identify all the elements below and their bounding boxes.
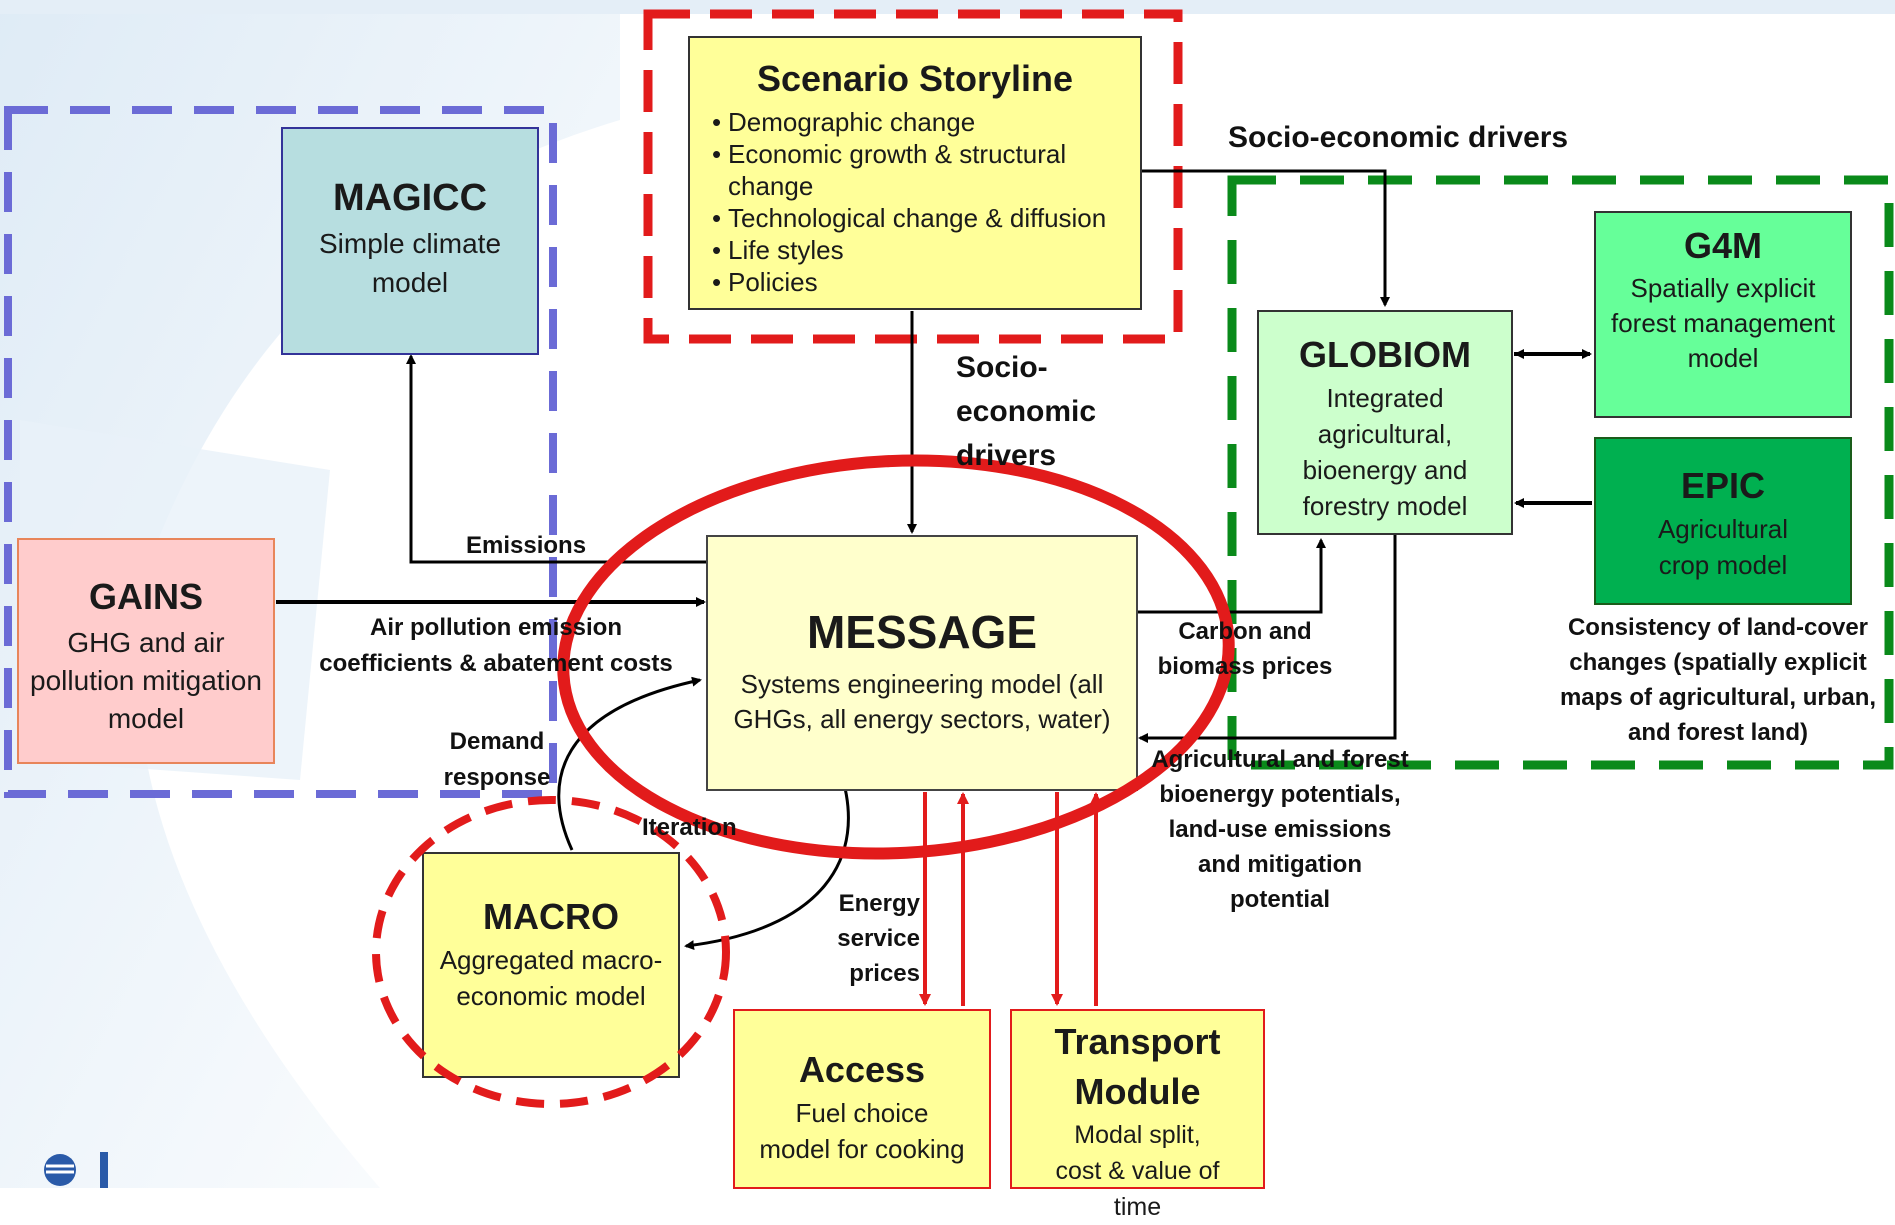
climate-region-border — [4, 106, 557, 798]
globiom-title: GLOBIOM — [1299, 334, 1471, 375]
magicc-title: MAGICC — [332, 177, 488, 219]
storyline-title: Scenario Storyline — [756, 58, 1074, 99]
scenario-storyline-box[interactable]: Scenario Storyline Demographic change Ec… — [688, 36, 1142, 310]
g4m-title: G4M — [1683, 225, 1762, 266]
institute-logo — [44, 1152, 108, 1188]
macro-subtitle: Aggregated macro-economic model — [439, 945, 663, 1011]
label-socio-economic-drivers-mid: Socio-economic drivers — [956, 351, 1097, 472]
gains-box[interactable]: GAINS GHG and air pollution mitigation m… — [17, 538, 275, 764]
epic-box[interactable]: EPIC Agricultural crop model — [1594, 437, 1852, 605]
label-agri-forest: Agricultural and forest bioenergy potent… — [1151, 746, 1409, 913]
storyline-item: Economic growth & structural change — [712, 138, 1140, 202]
message-box[interactable]: MESSAGE Systems engineering model (all G… — [706, 535, 1138, 791]
macro-title: MACRO — [483, 896, 619, 937]
label-socio-economic-drivers-top: Socio-economic drivers — [1228, 121, 1569, 154]
magicc-box[interactable]: MAGICC Simple climate model — [281, 127, 539, 355]
label-consistency: Consistency of land-cover changes (spati… — [1559, 614, 1877, 746]
transport-title: Transport Module — [1054, 1021, 1221, 1112]
access-box[interactable]: Access Fuel choice model for cooking — [733, 1009, 991, 1189]
transport-subtitle: Modal split, cost & value of time — [1055, 1121, 1220, 1221]
message-subtitle: Systems engineering model (all GHGs, all… — [733, 669, 1111, 734]
message-title: MESSAGE — [806, 606, 1038, 658]
gains-title: GAINS — [88, 576, 203, 617]
gains-subtitle: GHG and air pollution mitigation model — [30, 627, 262, 734]
storyline-item: Policies — [712, 266, 1140, 298]
macro-box[interactable]: MACRO Aggregated macro-economic model — [422, 852, 680, 1078]
storyline-item: Life styles — [712, 234, 1140, 266]
label-iteration: Iteration — [642, 814, 737, 841]
globiom-box[interactable]: GLOBIOM Integrated agricultural, bioener… — [1257, 310, 1513, 535]
access-subtitle: Fuel choice model for cooking — [759, 1098, 965, 1164]
transport-box[interactable]: Transport Module Modal split, cost & val… — [1010, 1009, 1265, 1221]
globiom-subtitle: Integrated agricultural, bioenergy and f… — [1302, 383, 1468, 521]
epic-title: EPIC — [1680, 465, 1766, 506]
label-energy-service-prices: Energy service prices — [837, 890, 920, 987]
access-title: Access — [798, 1049, 926, 1090]
g4m-subtitle: Spatially explicit forest management mod… — [1610, 273, 1835, 373]
label-demand-response: Demand response — [443, 728, 551, 791]
label-air-pollution: Air pollution emission coefficients & ab… — [319, 614, 673, 677]
label-carbon-biomass: Carbon and biomass prices — [1157, 618, 1333, 680]
epic-subtitle: Agricultural crop model — [1657, 514, 1789, 580]
storyline-list: Demographic change Economic growth & str… — [712, 106, 1140, 298]
label-emissions: Emissions — [466, 532, 587, 559]
storyline-item: Demographic change — [712, 106, 1140, 138]
magicc-subtitle: Simple climate model — [318, 228, 502, 298]
storyline-item: Technological change & diffusion — [712, 202, 1140, 234]
g4m-box[interactable]: G4M Spatially explicit forest management… — [1594, 211, 1852, 418]
